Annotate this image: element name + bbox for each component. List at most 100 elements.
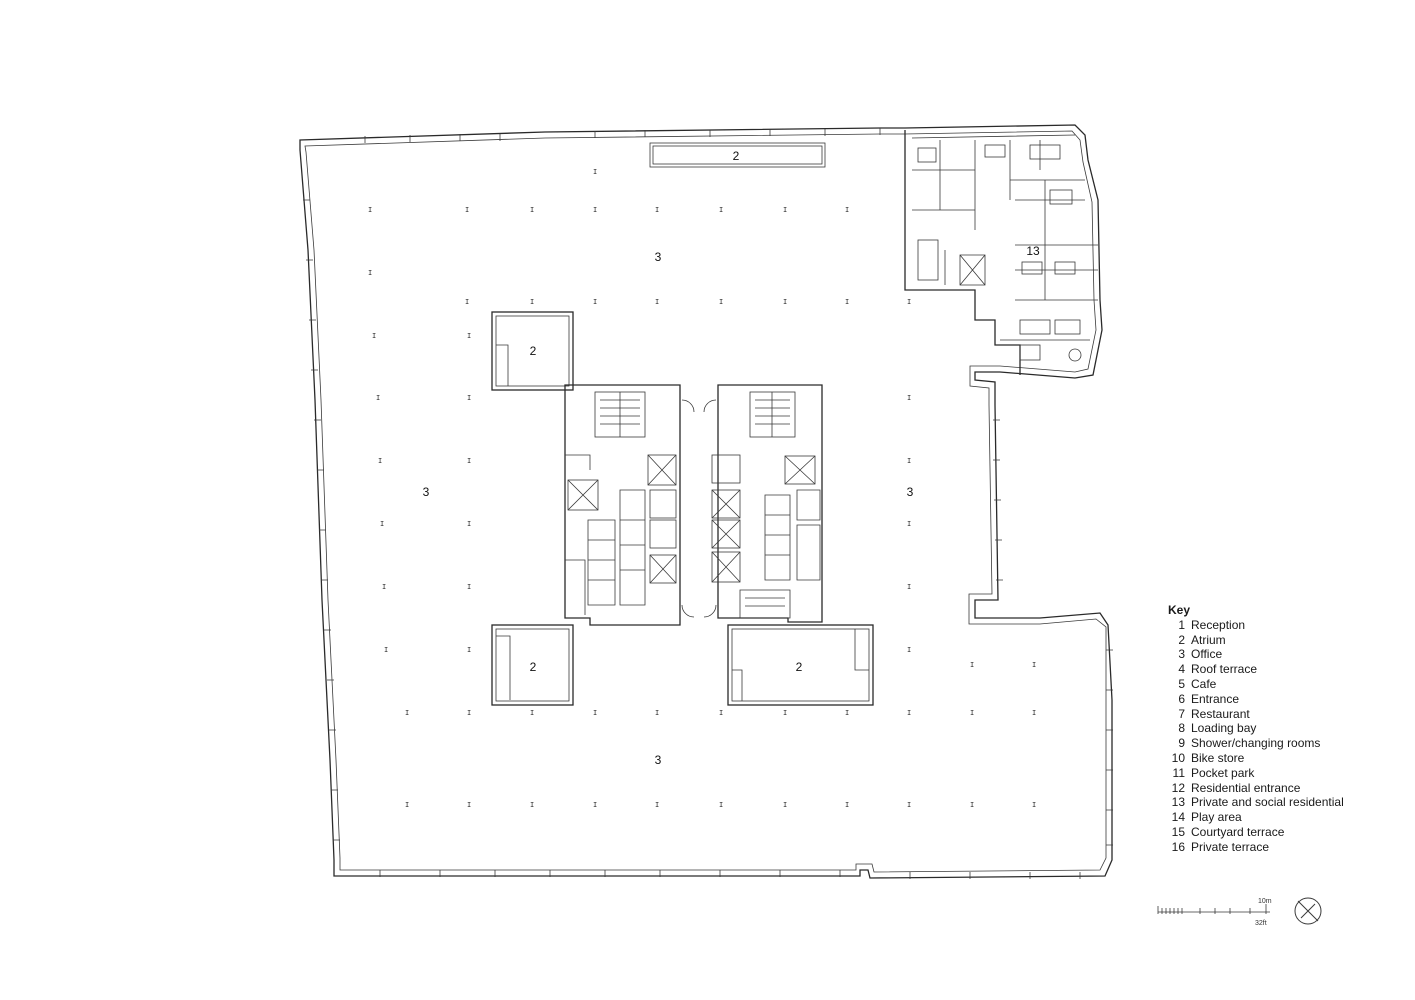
column-marker-icon: I — [783, 206, 787, 214]
room-label-atrium-top: 2 — [733, 149, 740, 163]
column-marker-icon: I — [907, 298, 911, 306]
column-marker-icon: I — [907, 457, 911, 465]
room-labels: 2 3 13 2 3 3 2 2 3 — [423, 149, 1040, 767]
column-marker-icon: I — [467, 520, 471, 528]
scale-imperial-label: 32ft — [1255, 920, 1267, 927]
column-marker-icon: I — [1032, 661, 1036, 669]
legend-item-number: 10 — [1171, 750, 1185, 765]
legend-item-label: Play area — [1191, 810, 1242, 825]
legend-item-number: 14 — [1171, 810, 1185, 825]
column-marker-icon: I — [783, 298, 787, 306]
column-marker-icon: I — [593, 298, 597, 306]
column-grid: I I I I I I I I I I I I I I I I I I I I I I I I I I I I I I I I I I I I I I I I… — [368, 168, 1036, 809]
column-marker-icon: I — [467, 394, 471, 402]
legend-item-number: 9 — [1178, 736, 1185, 751]
room-label-office-north: 3 — [655, 250, 662, 264]
legend-item-label: Residential entrance — [1191, 780, 1301, 795]
room-label-atrium-upper-left: 2 — [530, 344, 537, 358]
column-marker-icon: I — [384, 646, 388, 654]
legend-item-label: Office — [1191, 647, 1223, 662]
column-marker-icon: I — [845, 709, 849, 717]
legend-item-number: 3 — [1178, 647, 1185, 662]
legend-item-number: 2 — [1178, 632, 1185, 647]
legend-item-number: 4 — [1178, 662, 1185, 677]
legend-item-number: 15 — [1171, 824, 1185, 839]
column-marker-icon: I — [465, 206, 469, 214]
legend-item-number: 8 — [1178, 721, 1185, 736]
legend-item-number: 16 — [1171, 839, 1185, 854]
room-label-atrium-lower-left: 2 — [530, 660, 537, 674]
column-marker-icon: I — [376, 394, 380, 402]
column-marker-icon: I — [907, 520, 911, 528]
column-marker-icon: I — [719, 709, 723, 717]
column-marker-icon: I — [783, 709, 787, 717]
legend-item-label: Restaurant — [1191, 706, 1250, 721]
column-marker-icon: I — [655, 206, 659, 214]
column-marker-icon: I — [845, 206, 849, 214]
column-marker-icon: I — [783, 801, 787, 809]
legend-item: 4 Roof terrace — [1168, 662, 1344, 677]
scale-bar: 10m 32ft — [1157, 898, 1272, 927]
column-marker-icon: I — [970, 709, 974, 717]
legend-item-number: 7 — [1178, 706, 1185, 721]
legend-item-label: Loading bay — [1191, 721, 1257, 736]
column-marker-icon: I — [530, 709, 534, 717]
column-marker-icon: I — [593, 168, 597, 176]
column-marker-icon: I — [378, 457, 382, 465]
column-marker-icon: I — [530, 298, 534, 306]
legend-item-label: Roof terrace — [1191, 662, 1258, 677]
core-right — [711, 384, 823, 623]
legend-item-label: Entrance — [1191, 691, 1240, 706]
legend-item: 7 Restaurant — [1168, 707, 1344, 722]
legend-item-label: Courtyard terrace — [1191, 824, 1285, 839]
column-marker-icon: I — [655, 298, 659, 306]
building-perimeter — [299, 124, 1113, 879]
legend-item-label: Private and social residential — [1191, 795, 1344, 810]
column-marker-icon: I — [845, 298, 849, 306]
column-marker-icon: I — [382, 583, 386, 591]
column-marker-icon: I — [530, 801, 534, 809]
column-marker-icon: I — [593, 206, 597, 214]
column-marker-icon: I — [655, 709, 659, 717]
legend-item: 14 Play area — [1168, 810, 1344, 825]
atrium-upper-left — [491, 311, 574, 391]
legend-item: 8 Loading bay — [1168, 721, 1344, 736]
atrium-lower-left — [491, 624, 574, 706]
column-marker-icon: I — [368, 269, 372, 277]
legend-title: Key — [1168, 603, 1191, 617]
column-marker-icon: I — [467, 709, 471, 717]
column-marker-icon: I — [907, 394, 911, 402]
column-marker-icon: I — [845, 801, 849, 809]
legend-item-label: Cafe — [1191, 676, 1217, 691]
column-marker-icon: I — [907, 583, 911, 591]
legend-item: 9 Shower/changing rooms — [1168, 736, 1344, 751]
column-marker-icon: I — [719, 801, 723, 809]
column-marker-icon: I — [907, 801, 911, 809]
column-marker-icon: I — [405, 709, 409, 717]
residential-block — [904, 130, 1098, 375]
legend-item: 15 Courtyard terrace — [1168, 825, 1344, 840]
column-marker-icon: I — [467, 332, 471, 340]
column-marker-icon: I — [467, 583, 471, 591]
legend-item: 16 Private terrace — [1168, 840, 1344, 855]
legend-item-label: Private terrace — [1191, 839, 1270, 854]
column-marker-icon: I — [368, 206, 372, 214]
column-marker-icon: I — [1032, 709, 1036, 717]
column-marker-icon: I — [467, 457, 471, 465]
column-marker-icon: I — [655, 801, 659, 809]
column-marker-icon: I — [719, 298, 723, 306]
column-marker-icon: I — [465, 298, 469, 306]
column-marker-icon: I — [467, 801, 471, 809]
room-label-office-east: 3 — [907, 485, 914, 499]
room-label-office-south: 3 — [655, 753, 662, 767]
column-marker-icon: I — [530, 206, 534, 214]
legend-item-label: Shower/changing rooms — [1191, 736, 1321, 751]
column-marker-icon: I — [907, 709, 911, 717]
